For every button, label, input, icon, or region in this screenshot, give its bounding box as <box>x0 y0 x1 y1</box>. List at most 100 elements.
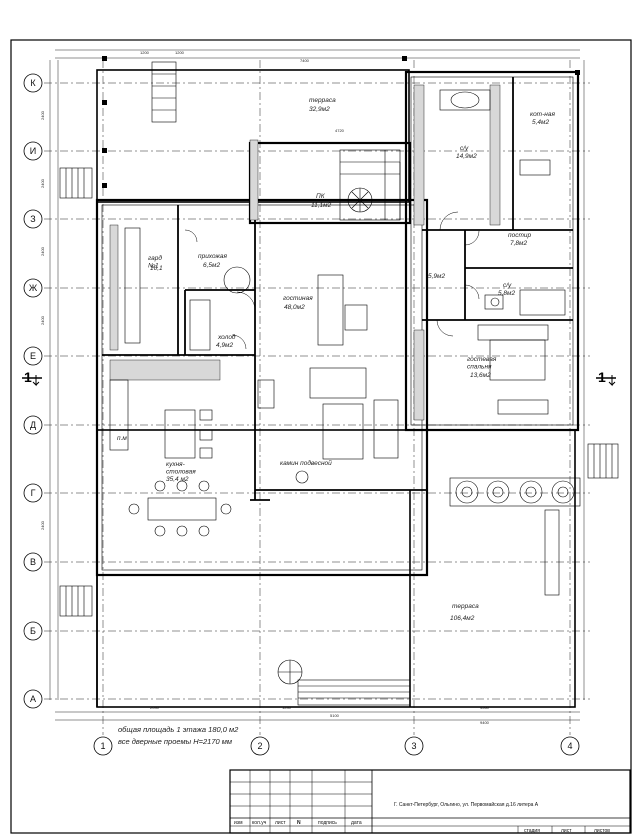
svg-text:2400: 2400 <box>40 520 45 530</box>
outer-wall-northeast-inner <box>410 76 574 426</box>
interior-walls <box>102 77 573 501</box>
room-area-living: 48,0м2 <box>284 304 305 311</box>
hall-furniture <box>124 227 251 351</box>
section-mark-left: 1 <box>22 369 42 387</box>
stairs-top-left <box>59 61 177 199</box>
svg-text:4720: 4720 <box>335 128 345 133</box>
room-name-living: гостиная <box>283 295 313 302</box>
axis-bubble-3 <box>404 736 424 756</box>
room-name-boiler: кот-ная <box>530 111 555 118</box>
room-name-fireplace: камин подвесной <box>280 459 332 467</box>
svg-text:подпись: подпись <box>318 820 337 826</box>
axis-label-g: Г <box>31 488 36 498</box>
dimension-chains <box>49 49 585 721</box>
svg-text:лист: лист <box>275 820 286 826</box>
svg-text:N: N <box>297 820 301 826</box>
svg-text:стадия: стадия <box>524 828 540 834</box>
svg-text:1200: 1200 <box>140 50 150 55</box>
axis-bubble-b <box>23 621 43 641</box>
axis-bubble-g <box>23 483 43 503</box>
svg-text:7400: 7400 <box>300 58 310 63</box>
axis-label-a: А <box>30 694 36 704</box>
axis-bubble-z <box>23 209 43 229</box>
room-area-garage: 10,1 <box>150 265 163 272</box>
axis-label-i: И <box>30 146 36 156</box>
room-name-bath: с/у <box>460 145 469 152</box>
svg-text:2400: 2400 <box>40 178 45 188</box>
door-swings <box>184 211 480 350</box>
living-furniture <box>257 274 399 484</box>
room-name-hall: прихожая <box>198 253 228 260</box>
svg-text:изм: изм <box>234 820 243 826</box>
axis-label-e: Е <box>30 351 36 361</box>
room-labels: терраса 32,9м2 с/у 14,9м2 кот-ная 5,4м2 … <box>117 97 555 622</box>
room-area-sauna: 11,1м2 <box>311 202 332 209</box>
section-mark-right: 1 <box>596 369 616 387</box>
axis-label-z: З <box>30 214 35 224</box>
room-area-terrace-top: 32,9м2 <box>309 106 330 113</box>
axis-bubble-d <box>23 415 43 435</box>
svg-text:2400: 2400 <box>40 315 45 325</box>
room-area-terrace-bottom: 106,4м2 <box>450 615 475 622</box>
kitchen-furniture <box>109 379 232 537</box>
sauna-heater <box>347 187 373 213</box>
svg-text:дата: дата <box>351 820 362 826</box>
svg-text:2400: 2400 <box>40 110 45 120</box>
sheet-frame <box>10 39 632 834</box>
axis-grid <box>44 60 590 735</box>
axis-bubble-v <box>23 552 43 572</box>
axis-label-4: 4 <box>567 741 572 751</box>
axis-bubble-1 <box>93 736 113 756</box>
axis-label-zh: Ж <box>29 283 38 293</box>
sauna-block-wall <box>248 141 412 225</box>
terrace-bottom-outline <box>96 429 576 708</box>
axis-bubble-k <box>23 73 43 93</box>
column-axis-markers: 1 2 3 4 <box>93 736 580 756</box>
svg-text:1: 1 <box>598 369 606 385</box>
terraces <box>96 69 576 708</box>
svg-text:1200: 1200 <box>175 50 185 55</box>
svg-text:лист: лист <box>561 828 572 834</box>
room-area-guest: 13,6м2 <box>470 372 491 379</box>
axis-label-1: 1 <box>100 741 105 751</box>
axis-label-d: Д <box>30 420 36 430</box>
outdoor-equipment <box>59 443 619 706</box>
outer-wall-main <box>95 198 429 577</box>
room-name-laundry: постир <box>508 232 531 239</box>
title-block-text: Г. Санкт-Петербург, Ольгино, ул. Первома… <box>234 801 610 834</box>
axis-bubble-4 <box>560 736 580 756</box>
svg-text:1: 1 <box>24 369 32 385</box>
bath-fixtures <box>439 89 566 415</box>
axis-bubble-zh <box>23 278 43 298</box>
room-area-kitchen: 35,4 м2 <box>166 476 189 483</box>
svg-text:листов: листов <box>594 828 610 834</box>
note-total-area: общая площадь 1 этажа 180,0 м2 <box>118 725 239 734</box>
axis-bubble-i <box>23 141 43 161</box>
room-name-wc: с/у <box>503 282 512 289</box>
room-area-bath: 14,9м2 <box>456 153 477 160</box>
svg-text:5100: 5100 <box>330 713 340 718</box>
svg-text:кол.уч: кол.уч <box>252 820 267 826</box>
axis-label-b: Б <box>30 626 36 636</box>
axis-bubble-a <box>23 689 43 709</box>
room-name-sauna: ПК <box>316 193 326 200</box>
room-name-terrace-bottom: терраса <box>452 603 479 610</box>
axis-label-v: В <box>30 557 36 567</box>
room-area-laundry: 7,8м2 <box>510 240 527 247</box>
room-area-hall: 6,5м2 <box>203 262 220 269</box>
svg-text:9400: 9400 <box>480 720 490 725</box>
axis-label-2: 2 <box>257 741 262 751</box>
room-name-kitchen: кухня-столовая <box>166 461 196 475</box>
row-axis-markers: К И З Ж Е Д Г В Б А <box>23 73 43 709</box>
stair-internal <box>339 149 401 221</box>
room-area-boiler: 5,4м2 <box>532 119 549 126</box>
svg-text:2400: 2400 <box>40 246 45 256</box>
axis-label-k: К <box>30 78 36 88</box>
wall-hatching <box>109 84 501 421</box>
room-name-terrace-top: терраса <box>309 97 336 104</box>
room-name-storage: холод <box>217 333 236 341</box>
room-name-pm: п.м <box>117 435 127 442</box>
